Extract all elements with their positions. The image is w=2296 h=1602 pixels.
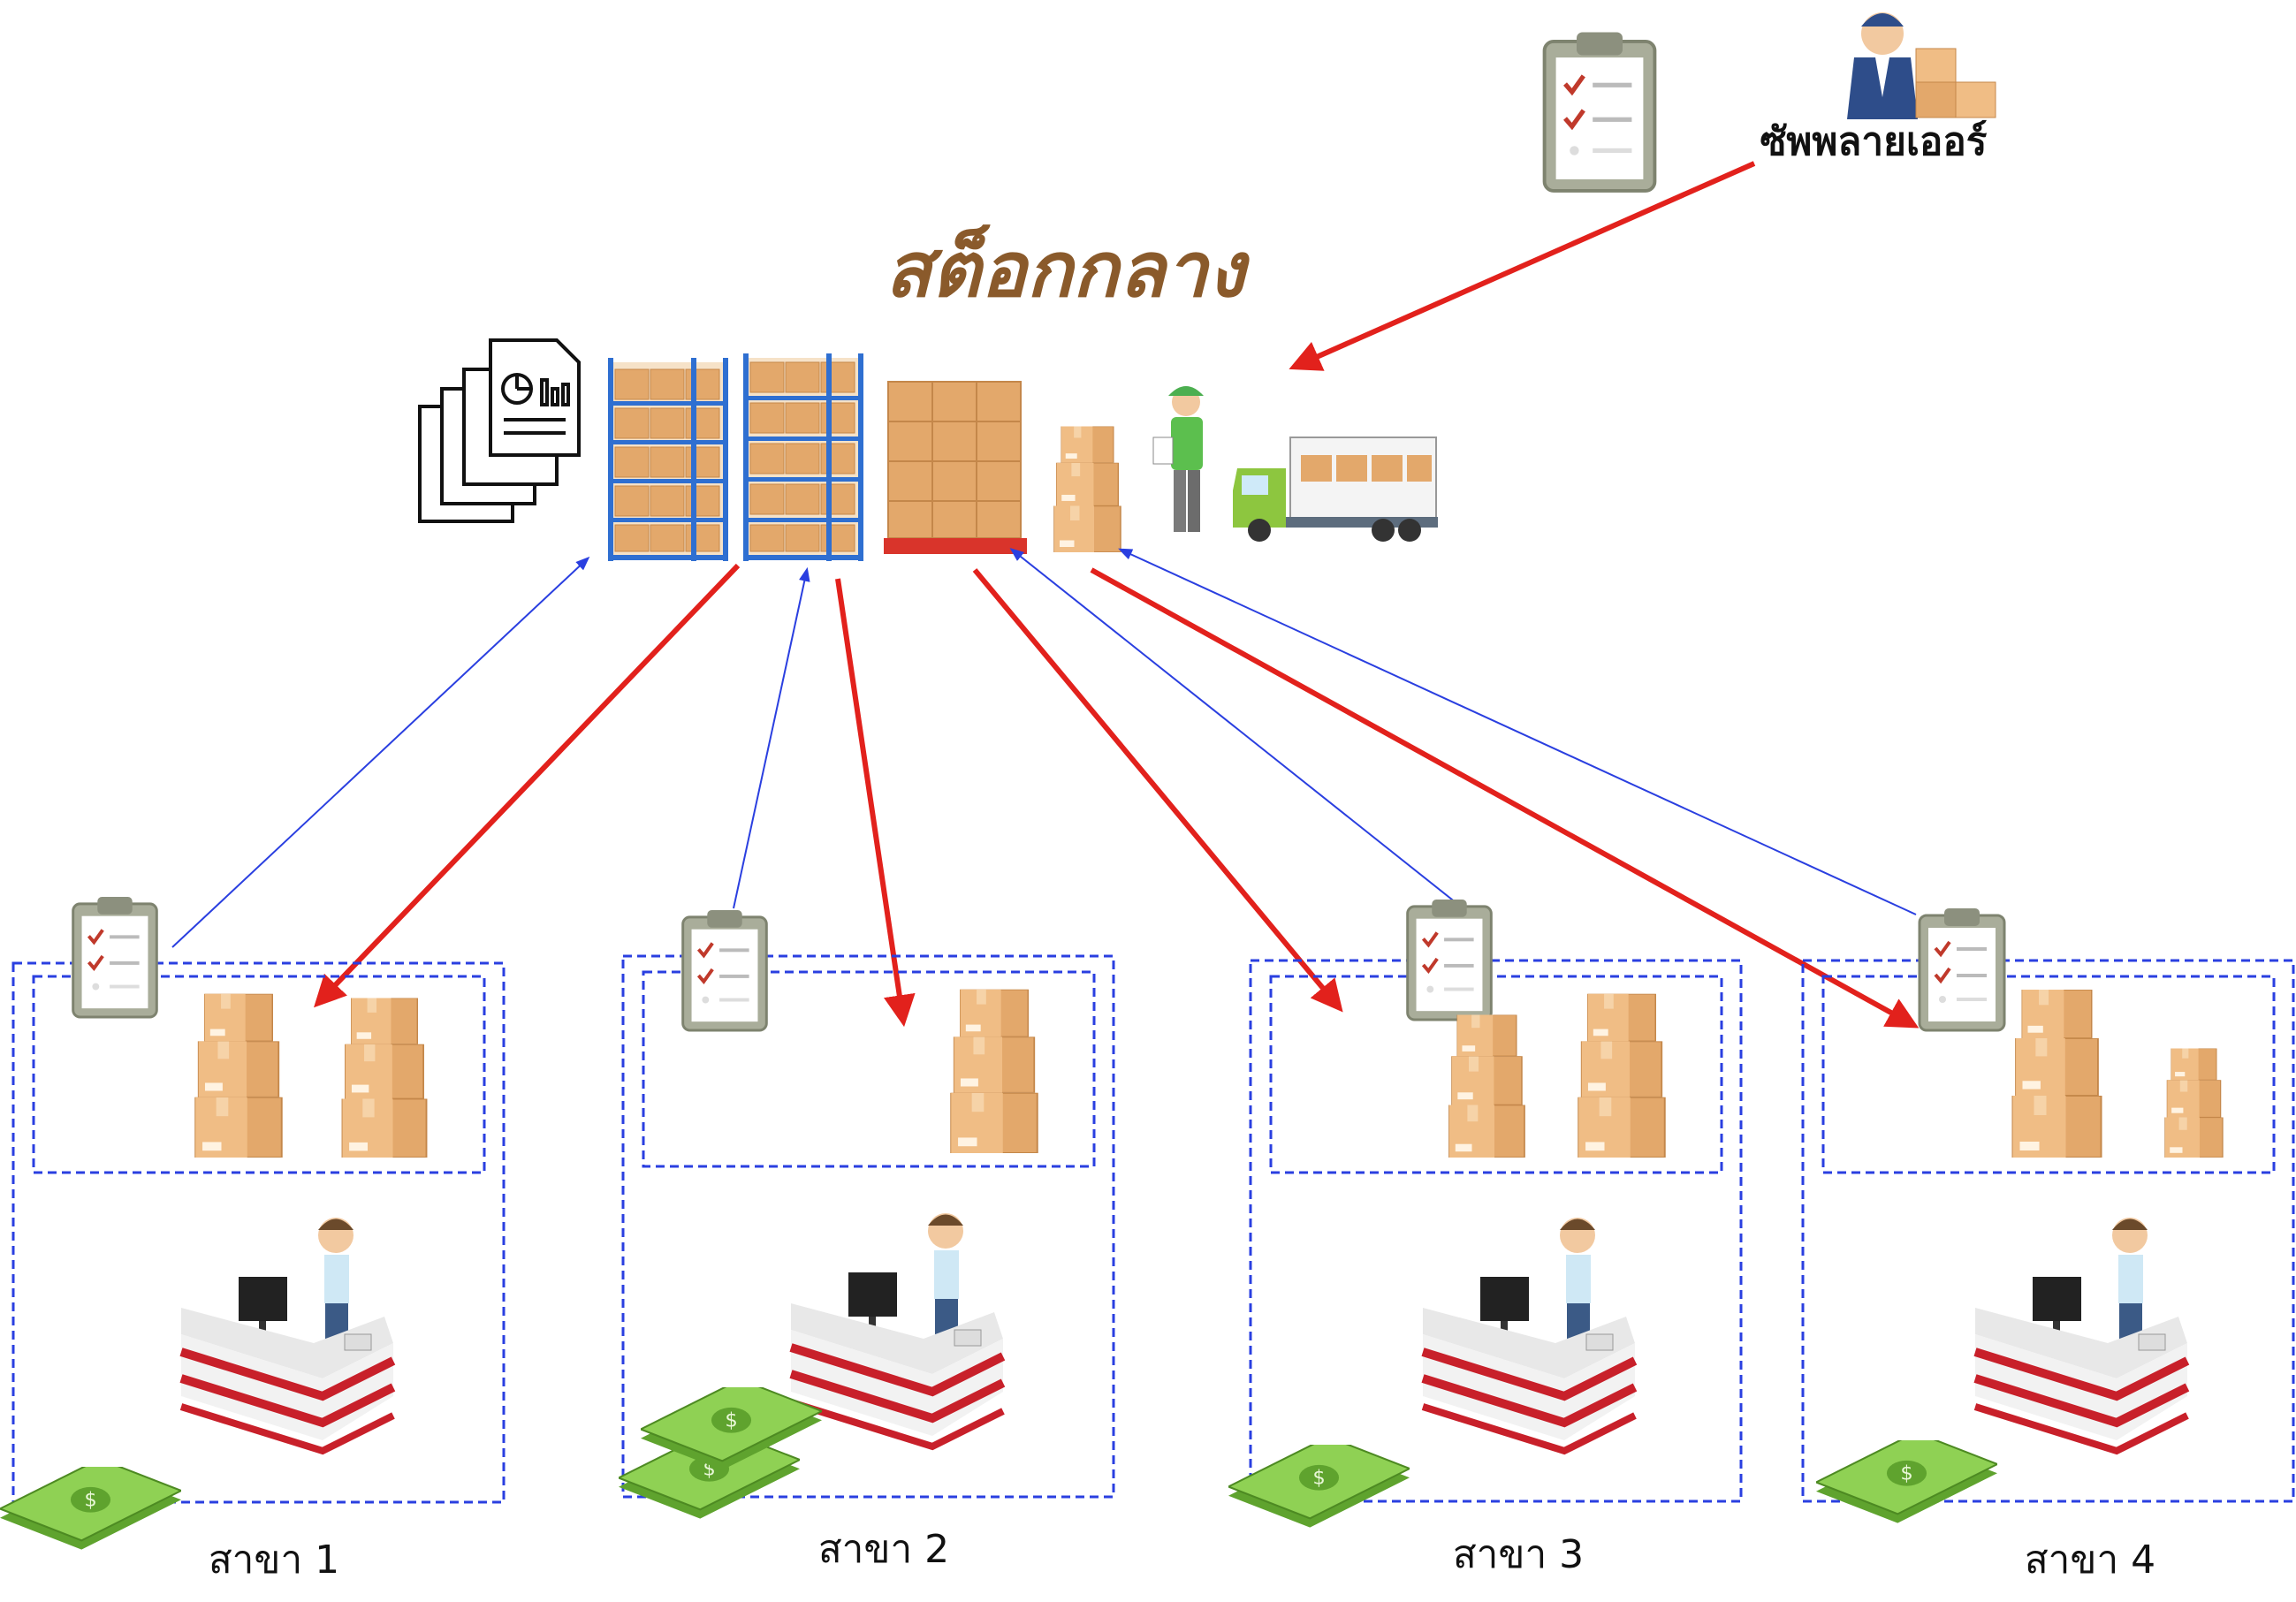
branch-outer-border [11,961,506,1504]
money-stack-icon [0,1467,181,1551]
cashier-counter-icon [181,1218,393,1451]
pallet-boxes-icon [884,381,1027,554]
money-stack-icon [1228,1445,1410,1529]
supplier-person-icon [1847,12,1996,119]
box-stack-icon [1449,1015,1524,1158]
branch-stock-area [32,975,486,1174]
branch-label: สาขา 3 [1453,1532,1584,1577]
warehouse-rack-icon [608,358,728,561]
money-stack-icon [1816,1440,1997,1524]
warehouse-rack-icon [743,353,863,561]
cashier-counter-icon [1423,1218,1635,1451]
box-stack-icon [343,998,427,1158]
branch-4 [1801,908,2295,1524]
branch-stock-area [642,970,1096,1168]
delivery-truck-icon [1233,437,1438,542]
branch-outer-border [621,954,1115,1499]
branch-label: สาขา 4 [2025,1537,2155,1583]
clipboard-icon [680,910,769,1032]
clipboard-icon [1918,908,2006,1032]
clipboard-icon [1405,900,1494,1021]
box-stack-icon [2013,990,2102,1158]
branch-stock-area [1269,975,1723,1174]
branch-outer-border [1801,959,2295,1503]
supplier-to-central-arrow [1289,161,1756,371]
clipboard-icon [71,897,159,1019]
worker-icon [1152,386,1204,532]
box-stack-icon [951,990,1038,1153]
branch-label: สาขา 2 [818,1527,949,1572]
request-arrows [171,548,1917,948]
cashier-counter-icon [1975,1218,2187,1451]
small-box-stack-icon [1054,427,1121,553]
delivery-arrows [314,563,1920,1029]
money-stack-icon [619,1387,822,1520]
box-stack-icon [2165,1049,2223,1158]
branch-stock-area [1821,975,2276,1174]
branch-1 [0,897,506,1551]
branch-3 [1228,900,1743,1529]
cashier-counter-icon [791,1213,1003,1446]
box-stack-icon [1578,994,1665,1158]
branch-2 [619,910,1115,1520]
branch-outer-border [1249,959,1743,1503]
supplier-clipboard-icon [1545,33,1655,191]
central-stock-title: สต็อกกลาง [885,224,1250,315]
branch-label: สาขา 1 [209,1537,339,1583]
box-stack-icon [195,994,282,1158]
documents-icon [418,338,581,523]
supplier-label: ซัพพลายเออร์ [1760,119,1988,164]
